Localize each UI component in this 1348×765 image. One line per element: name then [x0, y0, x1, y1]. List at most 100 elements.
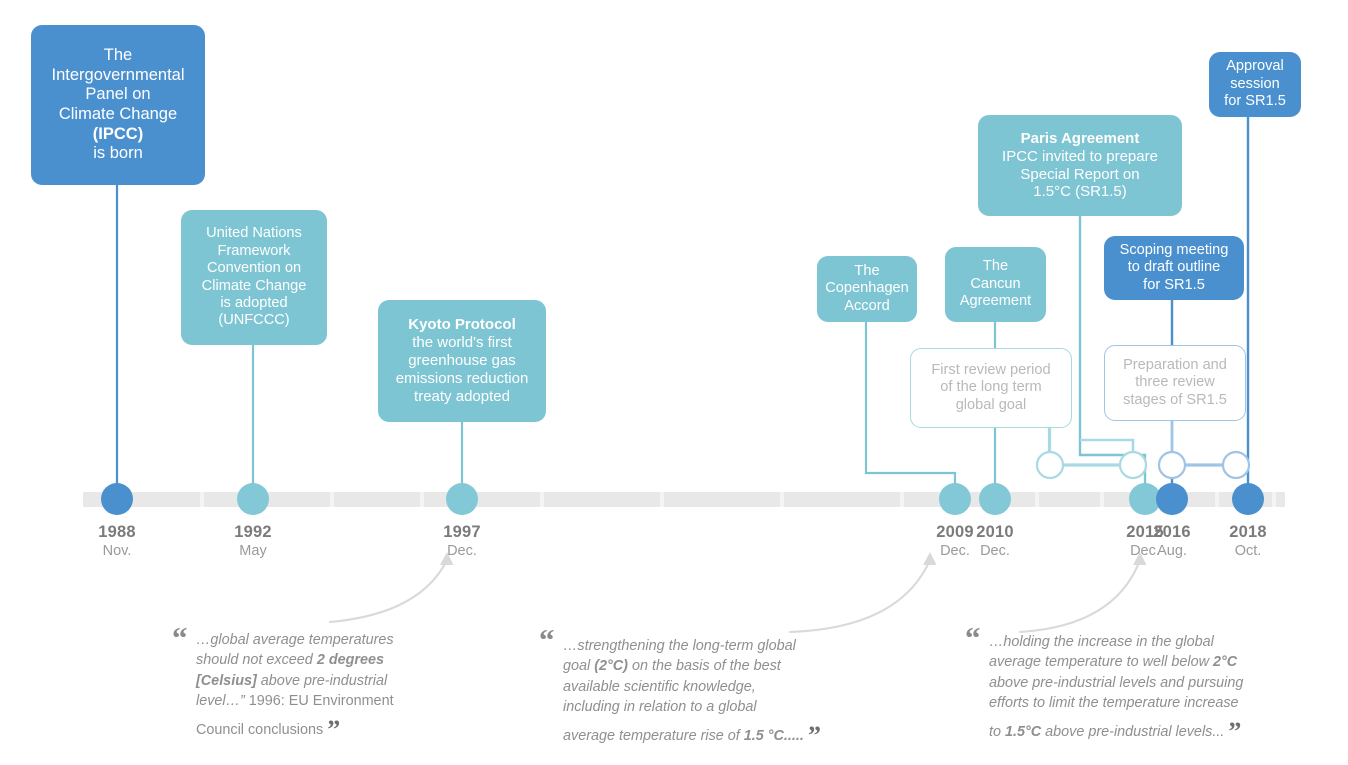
timeline-dot-2018[interactable] [1232, 483, 1264, 515]
scoping-line-2: to draft outline [1127, 259, 1221, 276]
preparation-line-2: three review [1135, 374, 1215, 391]
card-ipcc-born[interactable]: The Intergovernmental Panel on Climate C… [31, 25, 205, 185]
tick-year: 2016 [1153, 523, 1191, 541]
tick-label-1988: 1988 Nov. [67, 523, 167, 560]
quote1-line-2b: 2 degrees [316, 652, 385, 669]
unfccc-line-4: Climate Change [201, 277, 307, 294]
timeline-dot-1988[interactable] [101, 483, 133, 515]
card-first-review-period[interactable]: First review period of the long term glo… [910, 348, 1072, 428]
bracket-preparation-start-node [1157, 450, 1187, 480]
cancun-line-3: Agreement [959, 293, 1032, 310]
bracket-first-review-end-node [1118, 450, 1148, 480]
timeline-dot-1997[interactable] [446, 483, 478, 515]
quote1-line-1: …global average temperatures [196, 632, 394, 648]
tick-label-2010: 2010 Dec. [945, 523, 1045, 560]
timeline-dot-2010[interactable] [979, 483, 1011, 515]
quote3-line-4: efforts to limit the temperature increas… [989, 695, 1239, 712]
tick-month: Dec. [1130, 543, 1160, 560]
copenhagen-line-1: The [854, 262, 880, 279]
timeline-dot-1992[interactable] [237, 483, 269, 515]
card-scoping-meeting[interactable]: Scoping meeting to draft outline for SR1… [1104, 236, 1244, 300]
card-paris-agreement[interactable]: Paris Agreement IPCC invited to prepare … [978, 115, 1182, 216]
timeline-dot-2009[interactable] [939, 483, 971, 515]
ipcc-line-2: Intergovernmental [51, 65, 185, 84]
quote3-line-5b: 1.5°C [1005, 723, 1042, 740]
quote-open-mark-3: “ [965, 620, 980, 655]
quote-open-mark-1: “ [172, 620, 187, 655]
axis-gap-4 [540, 492, 544, 507]
preparation-line-1: Preparation and [1123, 356, 1227, 373]
card-cancun-agreement[interactable]: The Cancun Agreement [945, 247, 1046, 322]
callout-arrow-1997 [328, 558, 449, 624]
quote3-line-1: …holding the increase in the global [989, 634, 1214, 650]
kyoto-line-2: greenhouse gas [408, 352, 516, 370]
tick-month: May [239, 543, 267, 560]
quote2-line-5b: 1.5 °C..... [743, 727, 804, 744]
quote3-line-3: above pre-industrial levels and pursuing [989, 674, 1244, 691]
paris-title: Paris Agreement [1020, 129, 1140, 147]
first-review-line-1: First review period [931, 361, 1051, 378]
tick-label-1997: 1997 Dec. [412, 523, 512, 560]
tick-year: 2010 [976, 523, 1014, 541]
unfccc-line-3: Convention on [206, 260, 302, 277]
callout-arrow-2009 [788, 558, 932, 634]
bracket-first-review-start-node [1035, 450, 1065, 480]
axis-gap-10 [1215, 492, 1219, 507]
timeline-dot-2015[interactable] [1129, 483, 1161, 515]
callout-arrow-2015 [1018, 558, 1142, 634]
quote1-line-5a: Council conclusions [196, 721, 324, 738]
approval-line-1: Approval [1226, 58, 1284, 75]
ipcc-acronym: (IPCC) [92, 124, 144, 143]
quote-open-mark-2: “ [539, 622, 554, 657]
tick-year: 1988 [98, 523, 136, 541]
scoping-line-3: for SR1.5 [1143, 276, 1205, 293]
axis-gap-6 [780, 492, 784, 507]
card-preparation-review-stages[interactable]: Preparation and three review stages of S… [1104, 345, 1246, 421]
tick-label-2015: 2015 Dec. [1095, 523, 1195, 560]
quote1-line-4a: level…” [196, 693, 245, 710]
unfccc-line-5: is adopted [220, 294, 288, 311]
tick-month: Nov. [102, 543, 132, 560]
paris-line-1: IPCC invited to prepare [1002, 147, 1158, 165]
quote2-line-4: including in relation to a global [563, 699, 757, 716]
tick-year: 1992 [234, 523, 272, 541]
first-review-line-3: global goal [955, 396, 1027, 413]
axis-gap-9 [1100, 492, 1104, 507]
quote3-line-5c: above pre-industrial levels... [1041, 723, 1225, 740]
card-approval-session[interactable]: Approval session for SR1.5 [1209, 52, 1301, 117]
unfccc-line-1: United Nations [206, 225, 302, 242]
bracket-preparation-end-node [1221, 450, 1251, 480]
quote2-line-5a: average temperature rise of [563, 727, 744, 744]
quote2-line-2a: goal [563, 658, 595, 675]
ipcc-line-4: Climate Change [58, 105, 178, 123]
timeline-dot-2016[interactable] [1156, 483, 1188, 515]
tick-year: 1997 [443, 523, 481, 541]
kyoto-title: Kyoto Protocol [408, 316, 516, 334]
tick-year: 2015 [1126, 523, 1164, 541]
paris-line-3: 1.5°C (SR1.5) [1033, 183, 1127, 201]
cancun-line-2: Cancun [970, 275, 1021, 292]
tick-label-2009: 2009 Dec. [905, 523, 1005, 560]
kyoto-line-4: treaty adopted [414, 387, 510, 405]
card-kyoto-protocol[interactable]: Kyoto Protocol the world's first greenho… [378, 300, 546, 422]
unfccc-line-2: Framework [217, 242, 291, 259]
tick-month: Dec. [940, 543, 970, 560]
quote1-line-3a: [Celsius] [196, 672, 257, 689]
card-unfccc-adopted[interactable]: United Nations Framework Convention on C… [181, 210, 327, 345]
copenhagen-line-2: Copenhagen [825, 280, 909, 297]
preparation-line-3: stages of SR1.5 [1123, 391, 1227, 408]
quote3-line-2a: average temperature to well below [989, 654, 1213, 671]
quote2-line-1: …strengthening the long-term global [563, 638, 796, 654]
tick-label-1992: 1992 May [203, 523, 303, 560]
card-copenhagen-accord[interactable]: The Copenhagen Accord [817, 256, 917, 322]
kyoto-line-3: emissions reduction [395, 369, 529, 387]
axis-gap-1 [200, 492, 204, 507]
axis-gap-2 [330, 492, 334, 507]
quote2-line-2c: on the basis of the best [627, 658, 781, 675]
quote2-line-3: available scientific knowledge, [563, 678, 756, 695]
quote-close-mark-2: ” [807, 720, 821, 750]
cancun-line-1: The [982, 258, 1009, 275]
quote2-line-2b: (2°C) [594, 658, 628, 675]
quote-close-mark-3: ” [1228, 716, 1241, 746]
copenhagen-line-3: Accord [844, 297, 890, 314]
